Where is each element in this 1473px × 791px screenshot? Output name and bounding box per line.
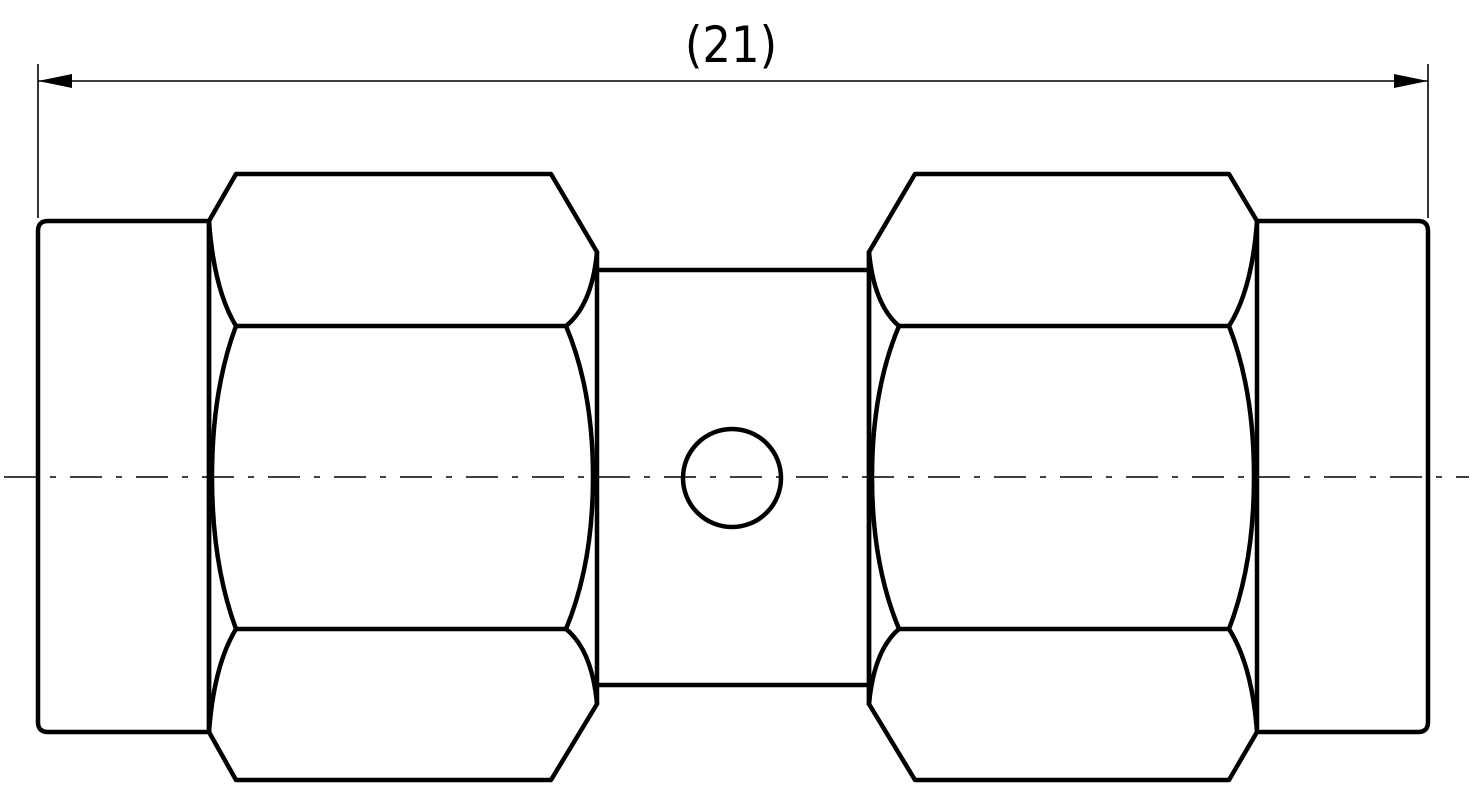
left-end-stub: [35, 218, 212, 735]
port-hole: [680, 426, 784, 530]
dimension-label: (21): [685, 16, 777, 74]
arrowhead-right: [1394, 74, 1428, 88]
right-end-stub: [1254, 218, 1431, 735]
right-hex-nut: [866, 171, 1260, 783]
arrowhead-left: [38, 74, 72, 88]
overall-dimension: (21): [37, 16, 1429, 218]
center-body: [594, 267, 872, 688]
